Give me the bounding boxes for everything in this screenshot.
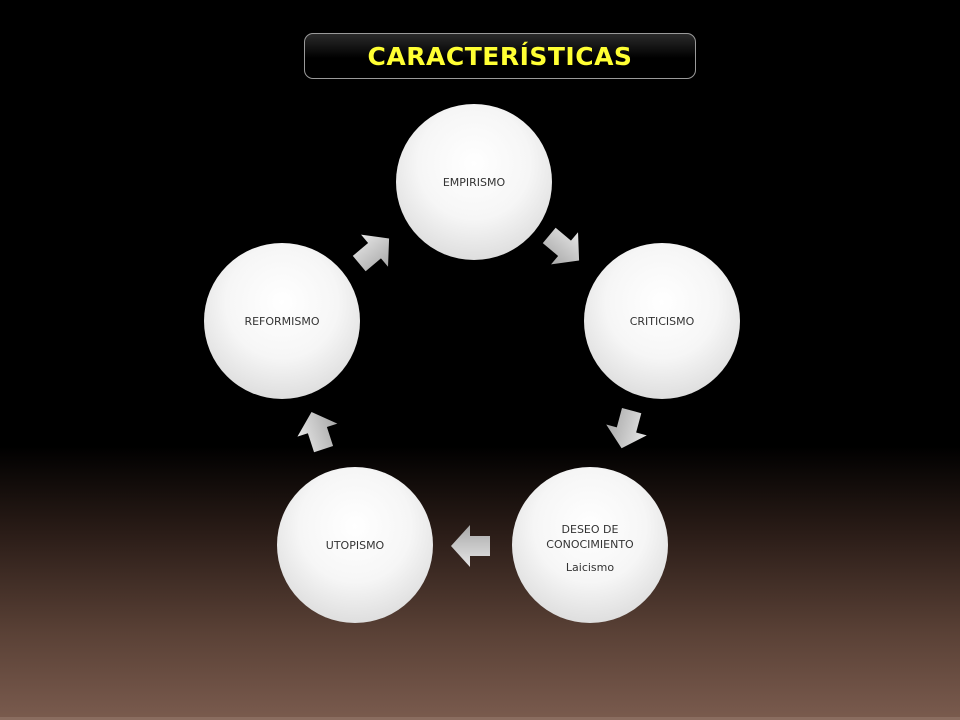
node-deseo-label: DESEO DE CONOCIMIENTO <box>546 523 634 551</box>
slide-title: CARACTERÍSTICAS <box>367 41 633 71</box>
node-empirismo: EMPIRISMO <box>396 104 552 260</box>
arrow-criticismo-to-deseo <box>606 408 647 449</box>
node-criticismo: CRITICISMO <box>584 243 740 399</box>
node-utopismo-label: UTOPISMO <box>325 538 385 552</box>
arrow-deseo-to-utopismo <box>451 525 490 567</box>
arrow-empirismo-to-criticismo <box>542 227 580 265</box>
arrow-reformismo-to-empirismo <box>352 234 390 272</box>
node-empirismo-label: EMPIRISMO <box>442 175 506 189</box>
node-utopismo: UTOPISMO <box>277 467 433 623</box>
node-criticismo-label: CRITICISMO <box>629 314 695 328</box>
bottom-edge <box>0 717 960 720</box>
node-reformismo-label: REFORMISMO <box>244 314 320 328</box>
node-reformismo: REFORMISMO <box>204 243 360 399</box>
title-box: CARACTERÍSTICAS <box>304 33 696 79</box>
arrow-utopismo-to-reformismo <box>297 412 338 453</box>
node-deseo-sublabel: Laicismo <box>565 561 615 574</box>
node-deseo-de-conocimiento: DESEO DE CONOCIMIENTO Laicismo <box>512 467 668 623</box>
